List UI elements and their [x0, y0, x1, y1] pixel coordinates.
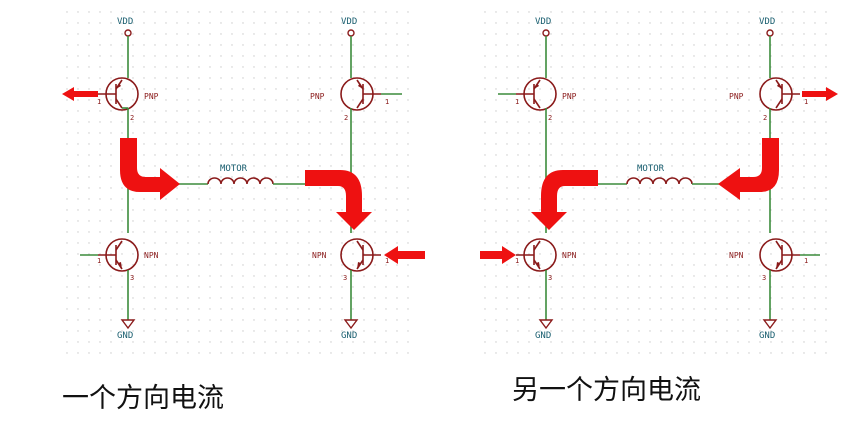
svg-text:3: 3: [548, 274, 552, 282]
vdd-symbol: [124, 29, 132, 37]
npn-label: NPN: [562, 251, 577, 260]
gnd-label: GND: [759, 331, 775, 341]
current-flow-arrow: [120, 138, 180, 200]
grid-background: [483, 3, 836, 360]
vdd-symbol: [347, 29, 355, 37]
npn-label: NPN: [144, 251, 159, 260]
npn-label: NPN: [312, 251, 327, 260]
right-h-bridge-panel: VDD PNP 1 2 NPN 1 3 GND VDD PNP 1 2 NPN …: [480, 3, 838, 360]
pnp-label: PNP: [729, 92, 744, 101]
pnp-label: PNP: [562, 92, 577, 101]
svg-text:3: 3: [762, 274, 766, 282]
svg-text:1: 1: [804, 98, 808, 106]
svg-text:1: 1: [385, 257, 389, 265]
vdd-symbol: [766, 29, 774, 37]
vdd-label: VDD: [117, 17, 133, 27]
svg-text:1: 1: [385, 98, 389, 106]
vdd-label: VDD: [759, 17, 775, 27]
grid-background: [62, 3, 415, 360]
gnd-label: GND: [117, 331, 133, 341]
svg-text:2: 2: [763, 114, 767, 122]
vdd-symbol: [542, 29, 550, 37]
pnp-label: PNP: [144, 92, 159, 101]
base-current-arrow: [62, 87, 98, 101]
left-h-bridge-panel: VDD PNP 1 2 NPN 1 3 GND VDD PNP 1 2 NPN …: [62, 3, 425, 360]
vdd-label: VDD: [535, 17, 551, 27]
svg-text:3: 3: [343, 274, 347, 282]
current-flow-arrow: [531, 170, 598, 230]
base-current-arrow: [384, 246, 425, 264]
svg-text:2: 2: [130, 114, 134, 122]
current-flow-arrow: [305, 170, 372, 230]
base-current-arrow: [480, 246, 516, 264]
base-current-arrow: [802, 87, 838, 101]
pnp-label: PNP: [310, 92, 325, 101]
current-flow-arrow: [718, 138, 779, 200]
svg-text:1: 1: [515, 98, 519, 106]
motor-label: MOTOR: [220, 164, 248, 174]
svg-text:1: 1: [515, 257, 519, 265]
svg-text:3: 3: [130, 274, 134, 282]
gnd-label: GND: [341, 331, 357, 341]
right-caption: 另一个方向电流: [512, 375, 701, 406]
svg-text:1: 1: [804, 257, 808, 265]
vdd-label: VDD: [341, 17, 357, 27]
left-caption: 一个方向电流: [62, 383, 224, 414]
motor-label: MOTOR: [637, 164, 665, 174]
svg-text:2: 2: [548, 114, 552, 122]
npn-label: NPN: [729, 251, 744, 260]
svg-text:2: 2: [344, 114, 348, 122]
gnd-label: GND: [535, 331, 551, 341]
svg-text:1: 1: [97, 257, 101, 265]
svg-text:1: 1: [97, 98, 101, 106]
